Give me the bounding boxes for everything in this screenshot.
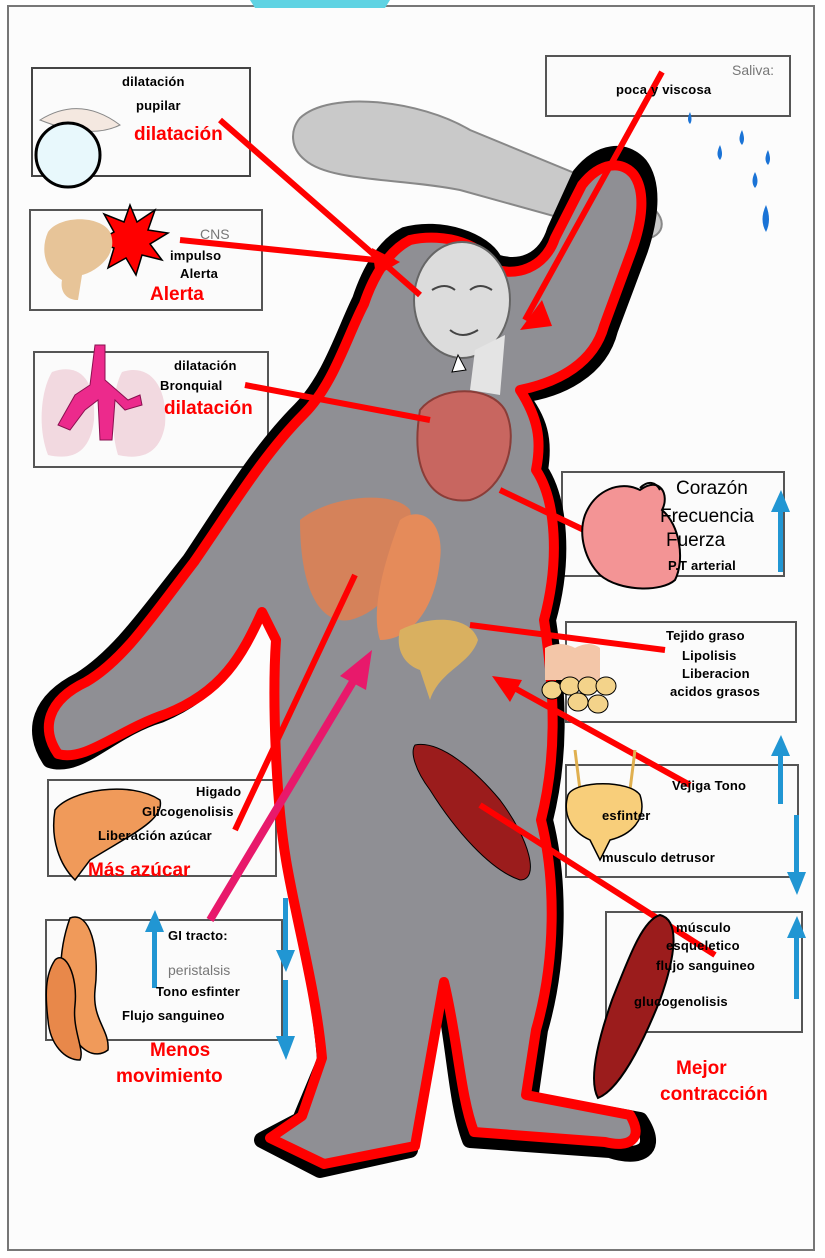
cns-red-label: Alerta bbox=[150, 284, 204, 306]
lungs-label-1: dilatación bbox=[174, 358, 237, 373]
gi-label-3: Tono esfinter bbox=[156, 984, 240, 999]
eye-label-1: dilatación bbox=[122, 74, 185, 89]
heart-title: Corazón bbox=[676, 478, 748, 500]
heart-label-2: Fuerza bbox=[666, 530, 725, 552]
fat-label-1: Tejido graso bbox=[666, 628, 745, 643]
bladder-label-1: Vejiga Tono bbox=[672, 778, 746, 793]
fat-label-4: acidos grasos bbox=[670, 684, 760, 699]
muscle-red-label-2: contracción bbox=[660, 1084, 768, 1106]
cns-gray: CNS bbox=[200, 226, 230, 242]
muscle-label-2: esqueletico bbox=[666, 938, 740, 953]
lungs-label-2: Bronquial bbox=[160, 378, 222, 393]
heart-label-1: Frecuencia bbox=[660, 506, 754, 528]
saliva-text: poca y viscosa bbox=[616, 82, 711, 97]
muscle-label-4: glucogenolisis bbox=[634, 994, 728, 1009]
saliva-title: Saliva: bbox=[732, 62, 774, 78]
liver-label-1: Higado bbox=[196, 784, 241, 799]
eye-label-2: pupilar bbox=[136, 98, 181, 113]
fat-label-2: Lipolisis bbox=[682, 648, 737, 663]
gi-red-label-1: Menos bbox=[150, 1040, 210, 1062]
title-remnant bbox=[250, 0, 390, 8]
gi-label-2: peristalsis bbox=[168, 962, 230, 978]
gi-label-1: GI tracto: bbox=[168, 928, 228, 943]
liver-label-3: Liberación azúcar bbox=[98, 828, 212, 843]
gi-red-label-2: movimiento bbox=[116, 1066, 223, 1088]
fat-label-3: Liberacion bbox=[682, 666, 750, 681]
bladder-label-3: musculo detrusor bbox=[602, 850, 715, 865]
muscle-label-1: músculo bbox=[676, 920, 731, 935]
gi-label-4: Flujo sanguineo bbox=[122, 1008, 225, 1023]
bladder-label-2: esfinter bbox=[602, 808, 651, 823]
heart-label-3: P.T arterial bbox=[668, 558, 736, 573]
liver-label-2: Glicogenolisis bbox=[142, 804, 234, 819]
muscle-label-3: flujo sanguineo bbox=[656, 958, 755, 973]
eye-red-label: dilatación bbox=[134, 124, 223, 146]
lungs-red-label: dilatación bbox=[164, 398, 253, 420]
liver-red-label: Más azúcar bbox=[88, 860, 190, 882]
muscle-red-label-1: Mejor bbox=[676, 1058, 727, 1080]
cns-label-1: impulso bbox=[170, 248, 221, 263]
cns-label-2: Alerta bbox=[180, 266, 218, 281]
